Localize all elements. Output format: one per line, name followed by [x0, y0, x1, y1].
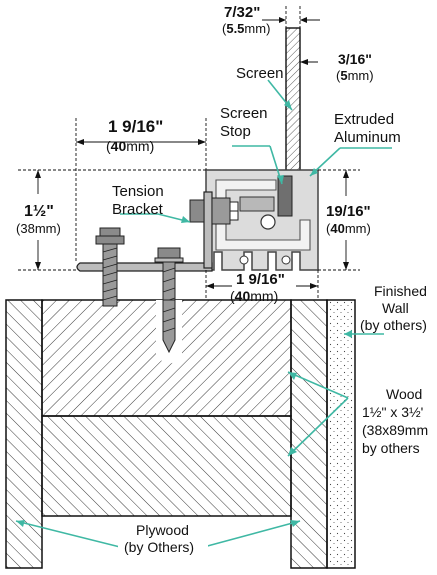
extrusion-width-metric: (40mm) — [230, 288, 278, 304]
top-gap-metric: (5.5mm) — [222, 21, 270, 36]
svg-text:(by others): (by others) — [360, 317, 427, 333]
bracket-reach-fraction: 1 9/16" — [108, 117, 163, 136]
svg-text:Wall: Wall — [382, 300, 409, 316]
screen-width-fraction: 3/16" — [338, 51, 372, 67]
svg-text:by others: by others — [362, 440, 420, 456]
plywood-left — [5, 299, 43, 569]
extruded-label-line2: Aluminum — [334, 129, 401, 146]
bolt-hardware — [95, 227, 125, 307]
screen-stop-label-line1: Screen — [220, 105, 268, 122]
dimension-arrows — [35, 17, 349, 289]
bracket-reach-metric: (40mm) — [106, 138, 154, 154]
svg-text:(by Others): (by Others) — [124, 539, 194, 555]
svg-text:1½" x 3½': 1½" x 3½' — [362, 404, 423, 420]
screen-stop-label-line2: Stop — [220, 123, 251, 140]
screen-label: Screen — [236, 65, 284, 82]
leader-arrowheads — [16, 100, 352, 527]
plywood-label: Plywood (by Others) — [118, 522, 208, 558]
extrusion-height-metric: (40mm) — [326, 221, 371, 236]
wood-lower — [41, 415, 292, 517]
extruded-label-line1: Extruded — [334, 111, 394, 128]
tension-label-line2: Bracket — [112, 201, 164, 218]
screen-width-metric: (5mm) — [336, 68, 374, 83]
extrusion-height-fraction: 19/16" — [326, 203, 371, 220]
finished-wall — [326, 299, 356, 569]
left-height-fraction: 1½" — [24, 203, 54, 220]
plywood-right — [290, 299, 328, 569]
svg-text:Wood: Wood — [386, 386, 422, 402]
extrusion-width-fraction: 1 9/16" — [236, 271, 285, 288]
aluminum-extrusion — [205, 169, 319, 271]
left-height-metric: (38mm) — [16, 221, 61, 236]
top-gap-fraction: 7/32" — [224, 4, 260, 21]
screen-stop — [277, 175, 293, 217]
lag-screw — [154, 247, 184, 364]
svg-text:(38x89mm: (38x89mm — [362, 422, 428, 438]
finished-wall-label: Finished Wall (by others) — [357, 282, 435, 333]
svg-text:Finished: Finished — [374, 283, 427, 299]
wood-label: Wood 1½" x 3½' (38x89mm by others — [358, 385, 436, 461]
svg-text:Plywood: Plywood — [136, 522, 189, 538]
tension-label-line1: Tension — [112, 183, 164, 200]
